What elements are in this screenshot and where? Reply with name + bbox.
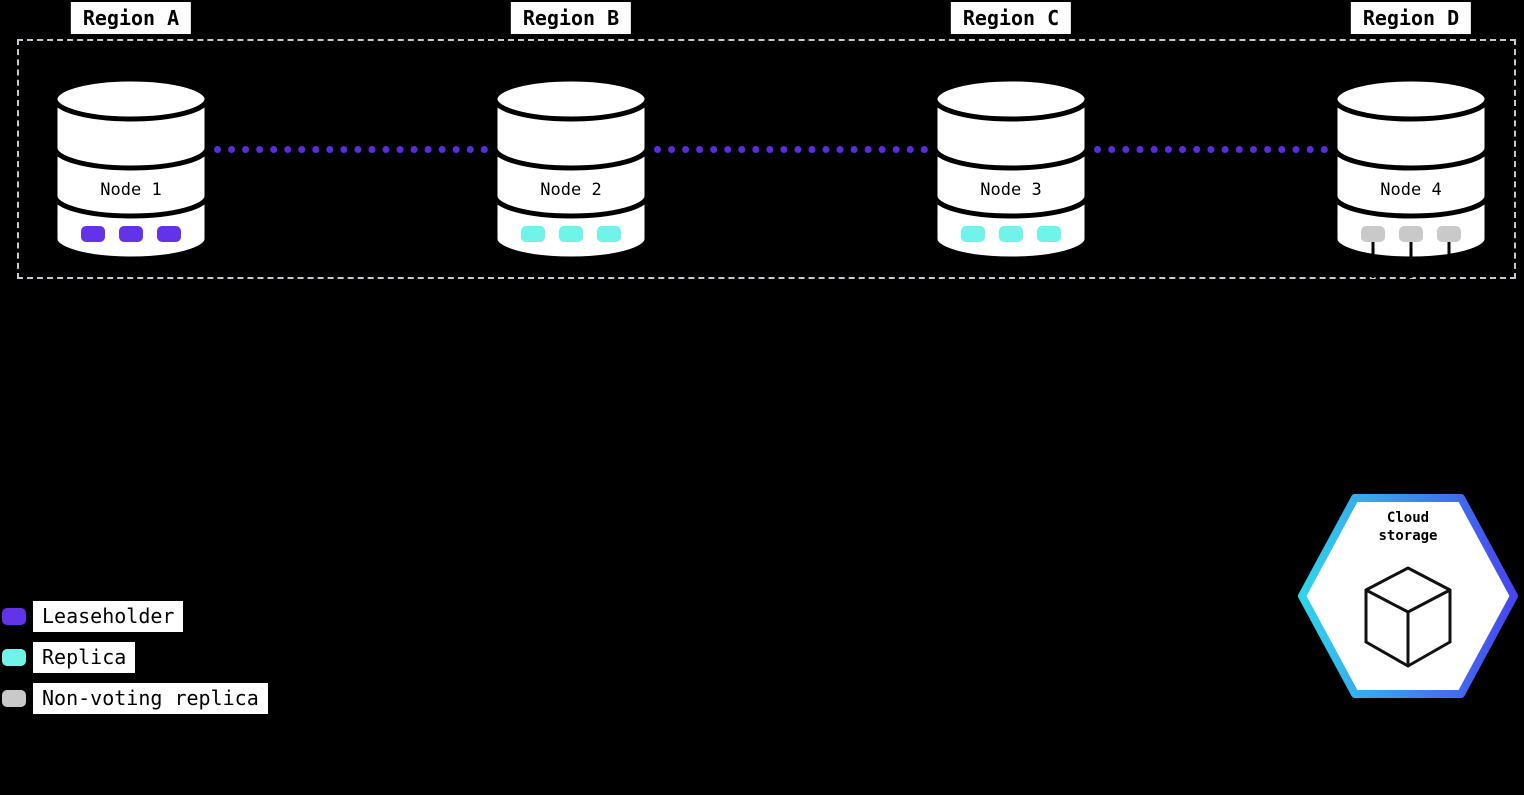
replica-range-icons (521, 226, 621, 242)
leaseholder-swatch-icon (2, 608, 26, 625)
replication-link-a-b (214, 146, 488, 153)
cloud-storage-label-line1: Cloud (1387, 510, 1429, 526)
legend-label: Leaseholder (33, 601, 184, 632)
legend-label: Replica (33, 642, 136, 673)
replication-link-b-c (654, 146, 928, 153)
cloud-storage-hexagon: Cloud storage (1298, 494, 1518, 698)
legend: Leaseholder Replica Non-voting replica (2, 601, 268, 714)
legend-item-replica: Replica (2, 642, 268, 673)
non-voting-replica-swatch-icon (2, 690, 26, 707)
region-label-a: Region A (70, 2, 192, 34)
replication-link-c-d (1094, 146, 1328, 153)
legend-label: Non-voting replica (33, 683, 268, 714)
replica-range-icons (961, 226, 1061, 242)
non-voting-replica-range-icons (1361, 226, 1461, 242)
storage-cube-icon (1364, 566, 1452, 668)
leaseholder-range-icons (81, 226, 181, 242)
node-3-database-cylinder: Node 3 (932, 76, 1090, 262)
node-1-database-cylinder: Node 1 (52, 76, 210, 262)
region-label-b: Region B (510, 2, 632, 34)
cluster-boundary-box (17, 39, 1516, 279)
node-label: Node 1 (100, 180, 161, 200)
region-label-d: Region D (1350, 2, 1472, 34)
region-label-c: Region C (950, 2, 1072, 34)
node-label: Node 2 (540, 180, 601, 200)
node-2-database-cylinder: Node 2 (492, 76, 650, 262)
legend-item-non-voting-replica: Non-voting replica (2, 683, 268, 714)
replica-swatch-icon (2, 649, 26, 666)
legend-item-leaseholder: Leaseholder (2, 601, 268, 632)
node-4-database-cylinder: Node 4 (1332, 76, 1490, 278)
node-label: Node 4 (1380, 180, 1441, 200)
cloud-storage-label-line2: storage (1378, 528, 1437, 544)
node-label: Node 3 (980, 180, 1041, 200)
